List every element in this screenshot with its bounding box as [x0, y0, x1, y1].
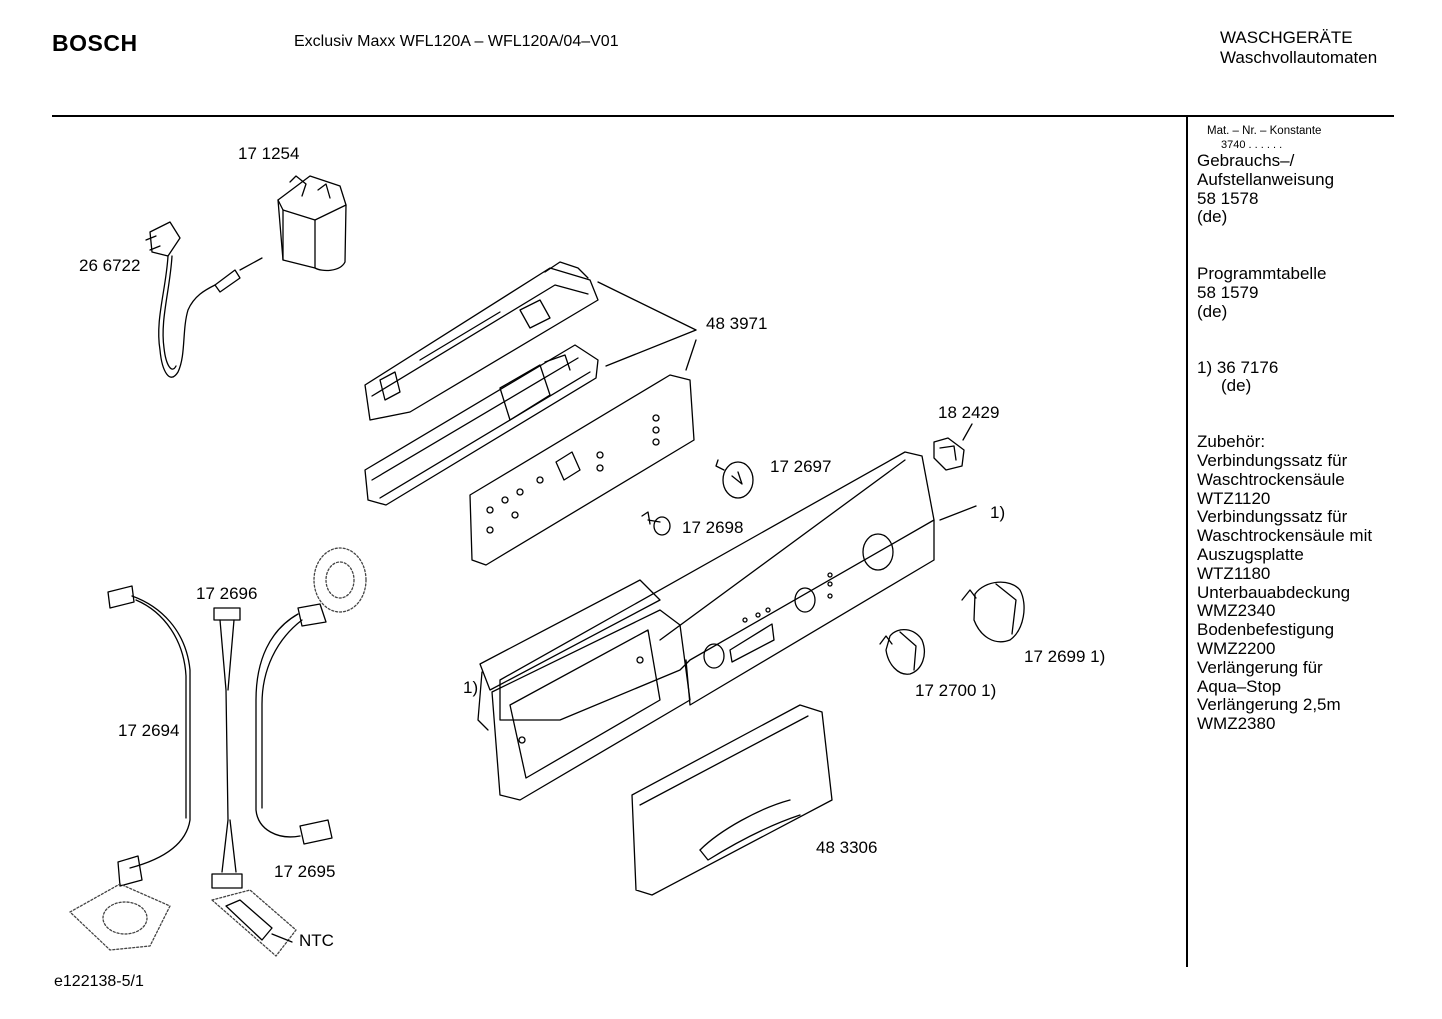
manual-line-2: Aufstellanweisung: [1197, 169, 1335, 189]
accessory-item: Verlängerung 2,5m: [1197, 695, 1341, 715]
part-label-171254: 17 1254: [238, 144, 300, 163]
accessory-item: WMZ2340: [1197, 601, 1276, 621]
part-label-483306: 48 3306: [816, 838, 878, 857]
ghost-pump-part: [69, 883, 171, 951]
control-frame-part: [364, 261, 599, 421]
manual-number: 58 1578: [1197, 188, 1259, 208]
bracket-part: [933, 423, 973, 471]
drawing-id: e122138-5/1: [54, 973, 144, 990]
control-frame-lower-part: [364, 344, 599, 506]
accessory-item: Zubehör:: [1197, 432, 1266, 452]
control-panel-part: [499, 451, 977, 721]
accessory-list: Zubehör: Verbindungssatz für Waschtrocke…: [1197, 432, 1373, 734]
filter-box-part: [277, 175, 347, 272]
note-lang: (de): [1221, 376, 1252, 396]
part-label-seal-note: 1): [463, 678, 479, 697]
wiring-harness-center-part: [211, 607, 243, 889]
power-cord-part: [145, 221, 263, 378]
manual-lang: (de): [1197, 207, 1228, 227]
control-pcb-part: [469, 374, 695, 566]
exploded-parts-drawing: [69, 175, 1025, 957]
drawer-handle-part: [631, 704, 833, 896]
knob-pin-part: [641, 511, 671, 536]
part-label-172697: 17 2697: [770, 457, 832, 476]
sidebar-divider: [1186, 117, 1188, 967]
accessory-item: Verbindungssatz für: [1197, 450, 1348, 470]
category-line-2: Waschvollautomaten: [1220, 48, 1378, 67]
part-label-ntc: NTC: [299, 931, 334, 950]
accessory-item: Auszugsplatte: [1197, 544, 1304, 564]
mat-nr-label: Mat. – Nr. – Konstante: [1207, 125, 1322, 137]
accessory-item: Waschtrockensäule: [1197, 469, 1345, 489]
ghost-motor-part: [313, 547, 367, 613]
part-label-172695: 17 2695: [274, 862, 336, 881]
accessory-item: Bodenbefestigung: [1197, 620, 1335, 640]
part-label-172696: 17 2696: [196, 584, 258, 603]
accessory-item: WMZ2380: [1197, 714, 1276, 734]
part-label-266722: 26 6722: [79, 256, 141, 275]
note-number: 1) 36 7176: [1197, 357, 1279, 377]
model-title: Exclusiv Maxx WFL120A – WFL120A/04–V01: [294, 33, 619, 50]
parts-sidebar: Mat. – Nr. – Konstante 3740 . . . . . . …: [1197, 124, 1372, 734]
ghost-heater-part: [211, 889, 297, 957]
part-label-172699: 17 2699 1): [1024, 647, 1106, 666]
accessory-item: WMZ2200: [1197, 638, 1276, 658]
accessory-item: WTZ1180: [1197, 563, 1271, 583]
part-label-172700: 17 2700 1): [915, 681, 997, 700]
wiring-harness-right-part: [255, 603, 333, 845]
selector-knob-part: [961, 581, 1025, 643]
program-table-label: Programmtabelle: [1197, 264, 1327, 284]
accessory-item: Verbindungssatz für: [1197, 507, 1348, 527]
part-label-483971: 48 3971: [706, 314, 768, 333]
part-label-172694: 17 2694: [118, 721, 180, 740]
program-table-lang: (de): [1197, 301, 1228, 321]
accessory-item: Waschtrockensäule mit: [1197, 526, 1373, 546]
mat-nr-value: 3740 . . . . . .: [1221, 139, 1283, 151]
accessory-item: Aqua–Stop: [1197, 676, 1282, 696]
category-line-1: WASCHGERÄTE: [1220, 28, 1353, 47]
leader-line: [685, 339, 697, 371]
drawer-frame-part: [477, 579, 691, 801]
header-divider: [52, 115, 1394, 117]
accessory-item: Verlängerung für: [1197, 657, 1323, 677]
leader-line: [597, 281, 697, 331]
part-label-panel-note: 1): [990, 503, 1006, 522]
temperature-knob-part: [879, 629, 925, 675]
ntc-sensor-part: [225, 899, 293, 943]
wiring-harness-left-part: [107, 585, 191, 887]
leader-line: [605, 329, 697, 367]
brand-logo: BOSCH: [52, 30, 138, 56]
accessory-item: WTZ1120: [1197, 488, 1271, 508]
manual-line-1: Gebrauchs–/: [1197, 151, 1295, 170]
category-heading: WASCHGERÄTE Waschvollautomaten: [1220, 28, 1377, 68]
part-label-182429: 18 2429: [938, 403, 1000, 422]
program-knob-shaft-part: [715, 459, 754, 499]
part-label-172698: 17 2698: [682, 518, 744, 537]
program-table-number: 58 1579: [1197, 282, 1259, 302]
accessory-item: Unterbauabdeckung: [1197, 582, 1351, 602]
